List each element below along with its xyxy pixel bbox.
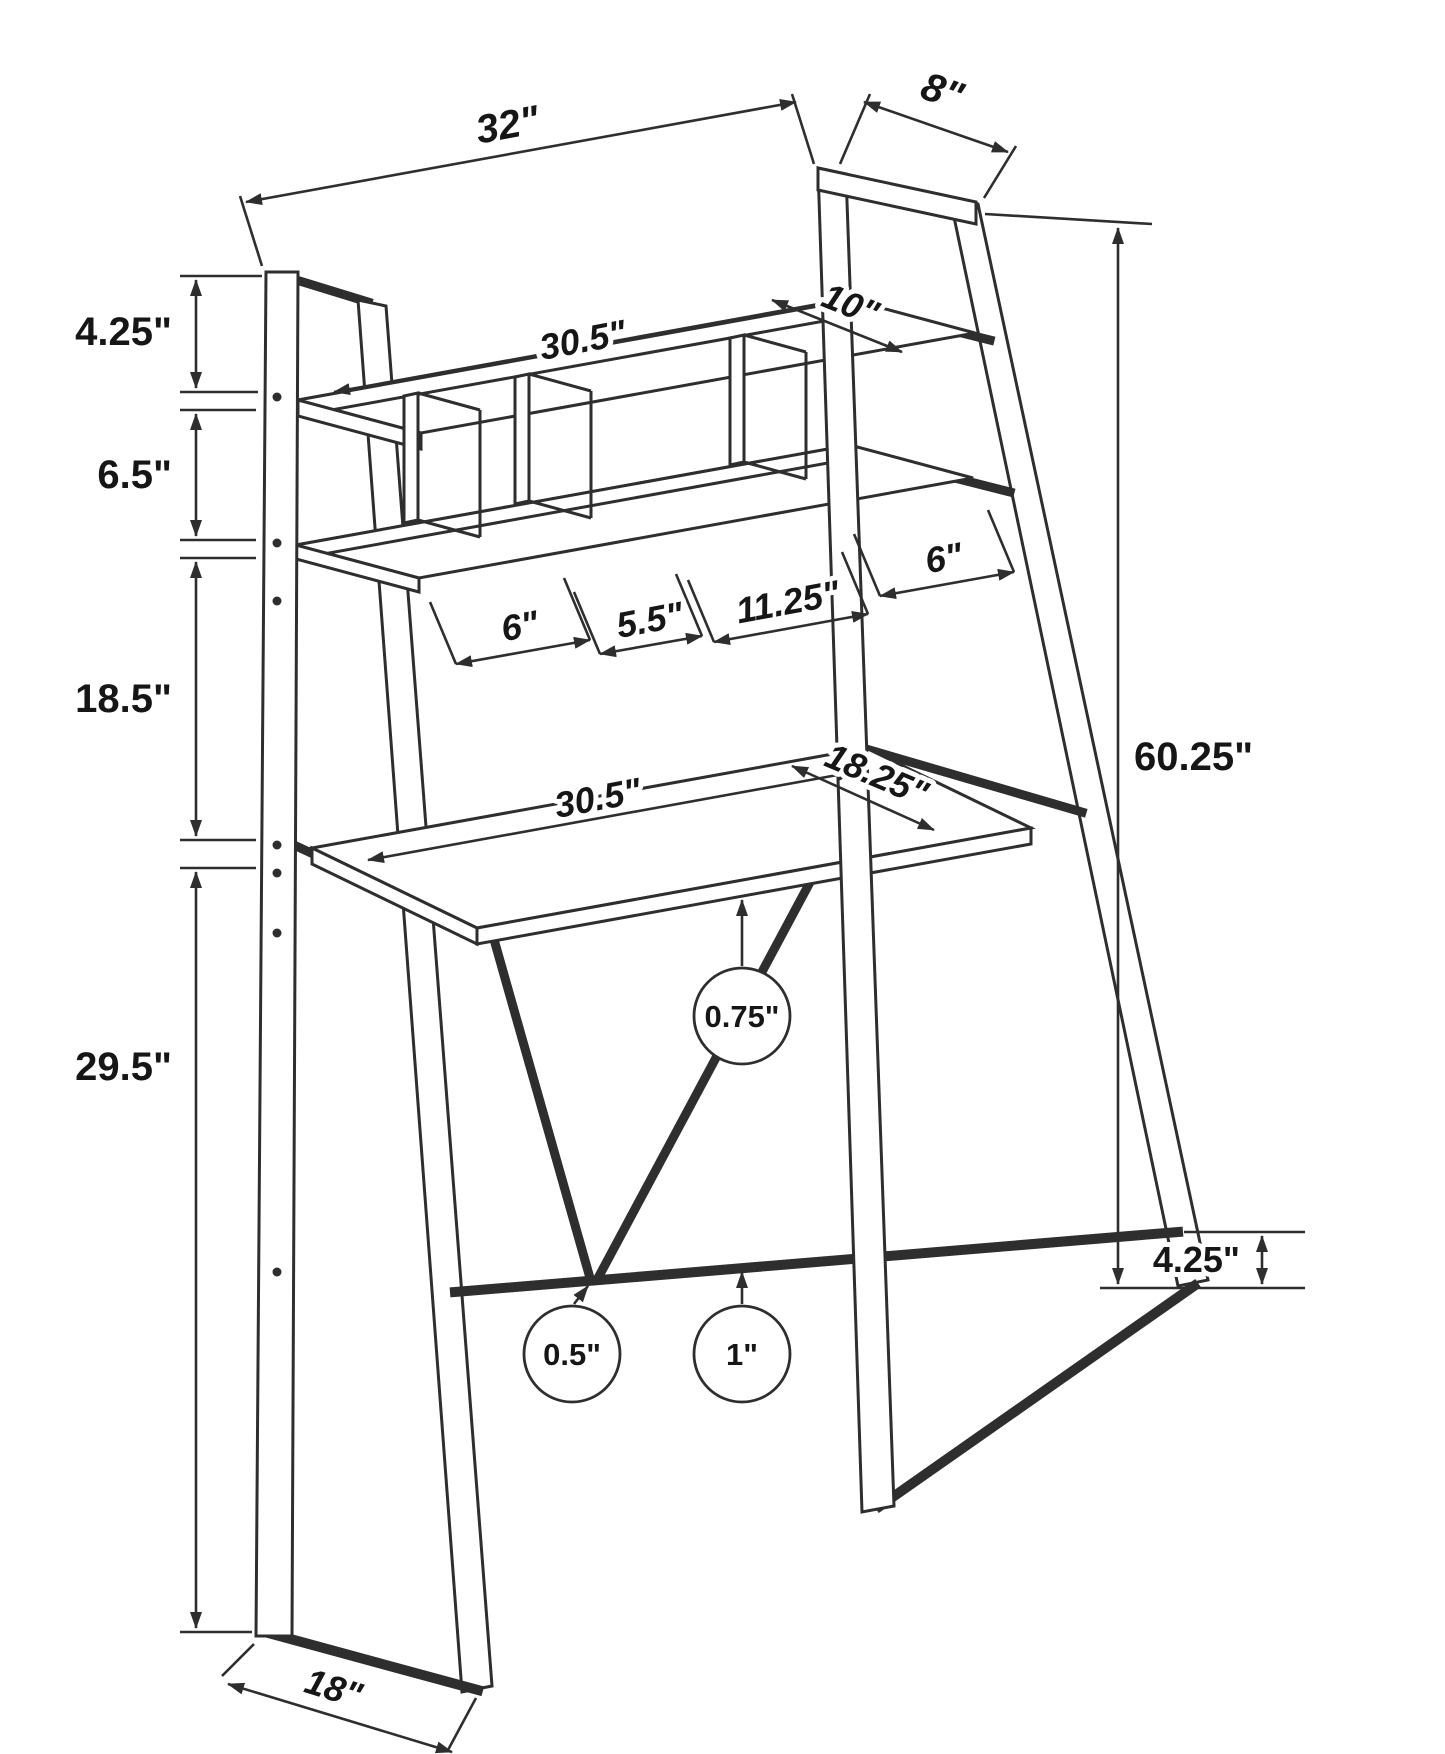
dim-label-stretcher-size: 1" — [726, 1337, 758, 1372]
dim-label-hutch-post-height: 4.25" — [75, 310, 172, 354]
dim-label-top-depth: 8" — [916, 64, 970, 119]
hutch-top-cap — [816, 166, 978, 226]
dim-base-depth — [221, 1643, 478, 1754]
dim-desktop — [367, 764, 935, 864]
dim-label-top-width: 32" — [472, 98, 543, 153]
callout-tube-thickness — [522, 1285, 622, 1404]
rear-left-leg — [284, 272, 494, 1694]
v-brace — [489, 879, 815, 1285]
dim-label-stretcher-height: 4.25" — [1153, 1239, 1240, 1280]
dim-label-desk-height: 29.5" — [75, 1045, 172, 1089]
dim-label-total-height: 60.25" — [1134, 735, 1253, 779]
dim-stretcher-height — [1184, 1230, 1305, 1285]
dim-label-desktop-thickness: 0.75" — [704, 999, 779, 1034]
dim-label-cubby2-width: 5.5" — [613, 593, 687, 646]
dim-label-cubby1-width: 6" — [498, 602, 543, 649]
screw-holes — [272, 392, 282, 1277]
dim-cubby-widths — [428, 509, 1016, 668]
dim-top-depth — [838, 93, 1018, 199]
dim-top-shelf-depth — [771, 298, 903, 354]
dim-left-stack — [180, 274, 262, 1634]
dim-total-height — [984, 212, 1305, 1290]
dim-label-cubby4-width: 6" — [922, 534, 967, 581]
dim-top-width — [238, 93, 816, 267]
callout-desktop-thickness — [692, 899, 792, 1066]
front-left-leg — [254, 270, 300, 1638]
dim-top-shelf-width — [333, 295, 847, 396]
dim-label-tube-thickness: 0.5" — [543, 1337, 601, 1372]
dim-label-cubby-height: 6.5" — [97, 453, 172, 497]
base-rails — [265, 1226, 1201, 1697]
dim-label-shelf-to-desk: 18.5" — [75, 677, 172, 721]
callout-stretcher-size — [692, 1271, 792, 1404]
